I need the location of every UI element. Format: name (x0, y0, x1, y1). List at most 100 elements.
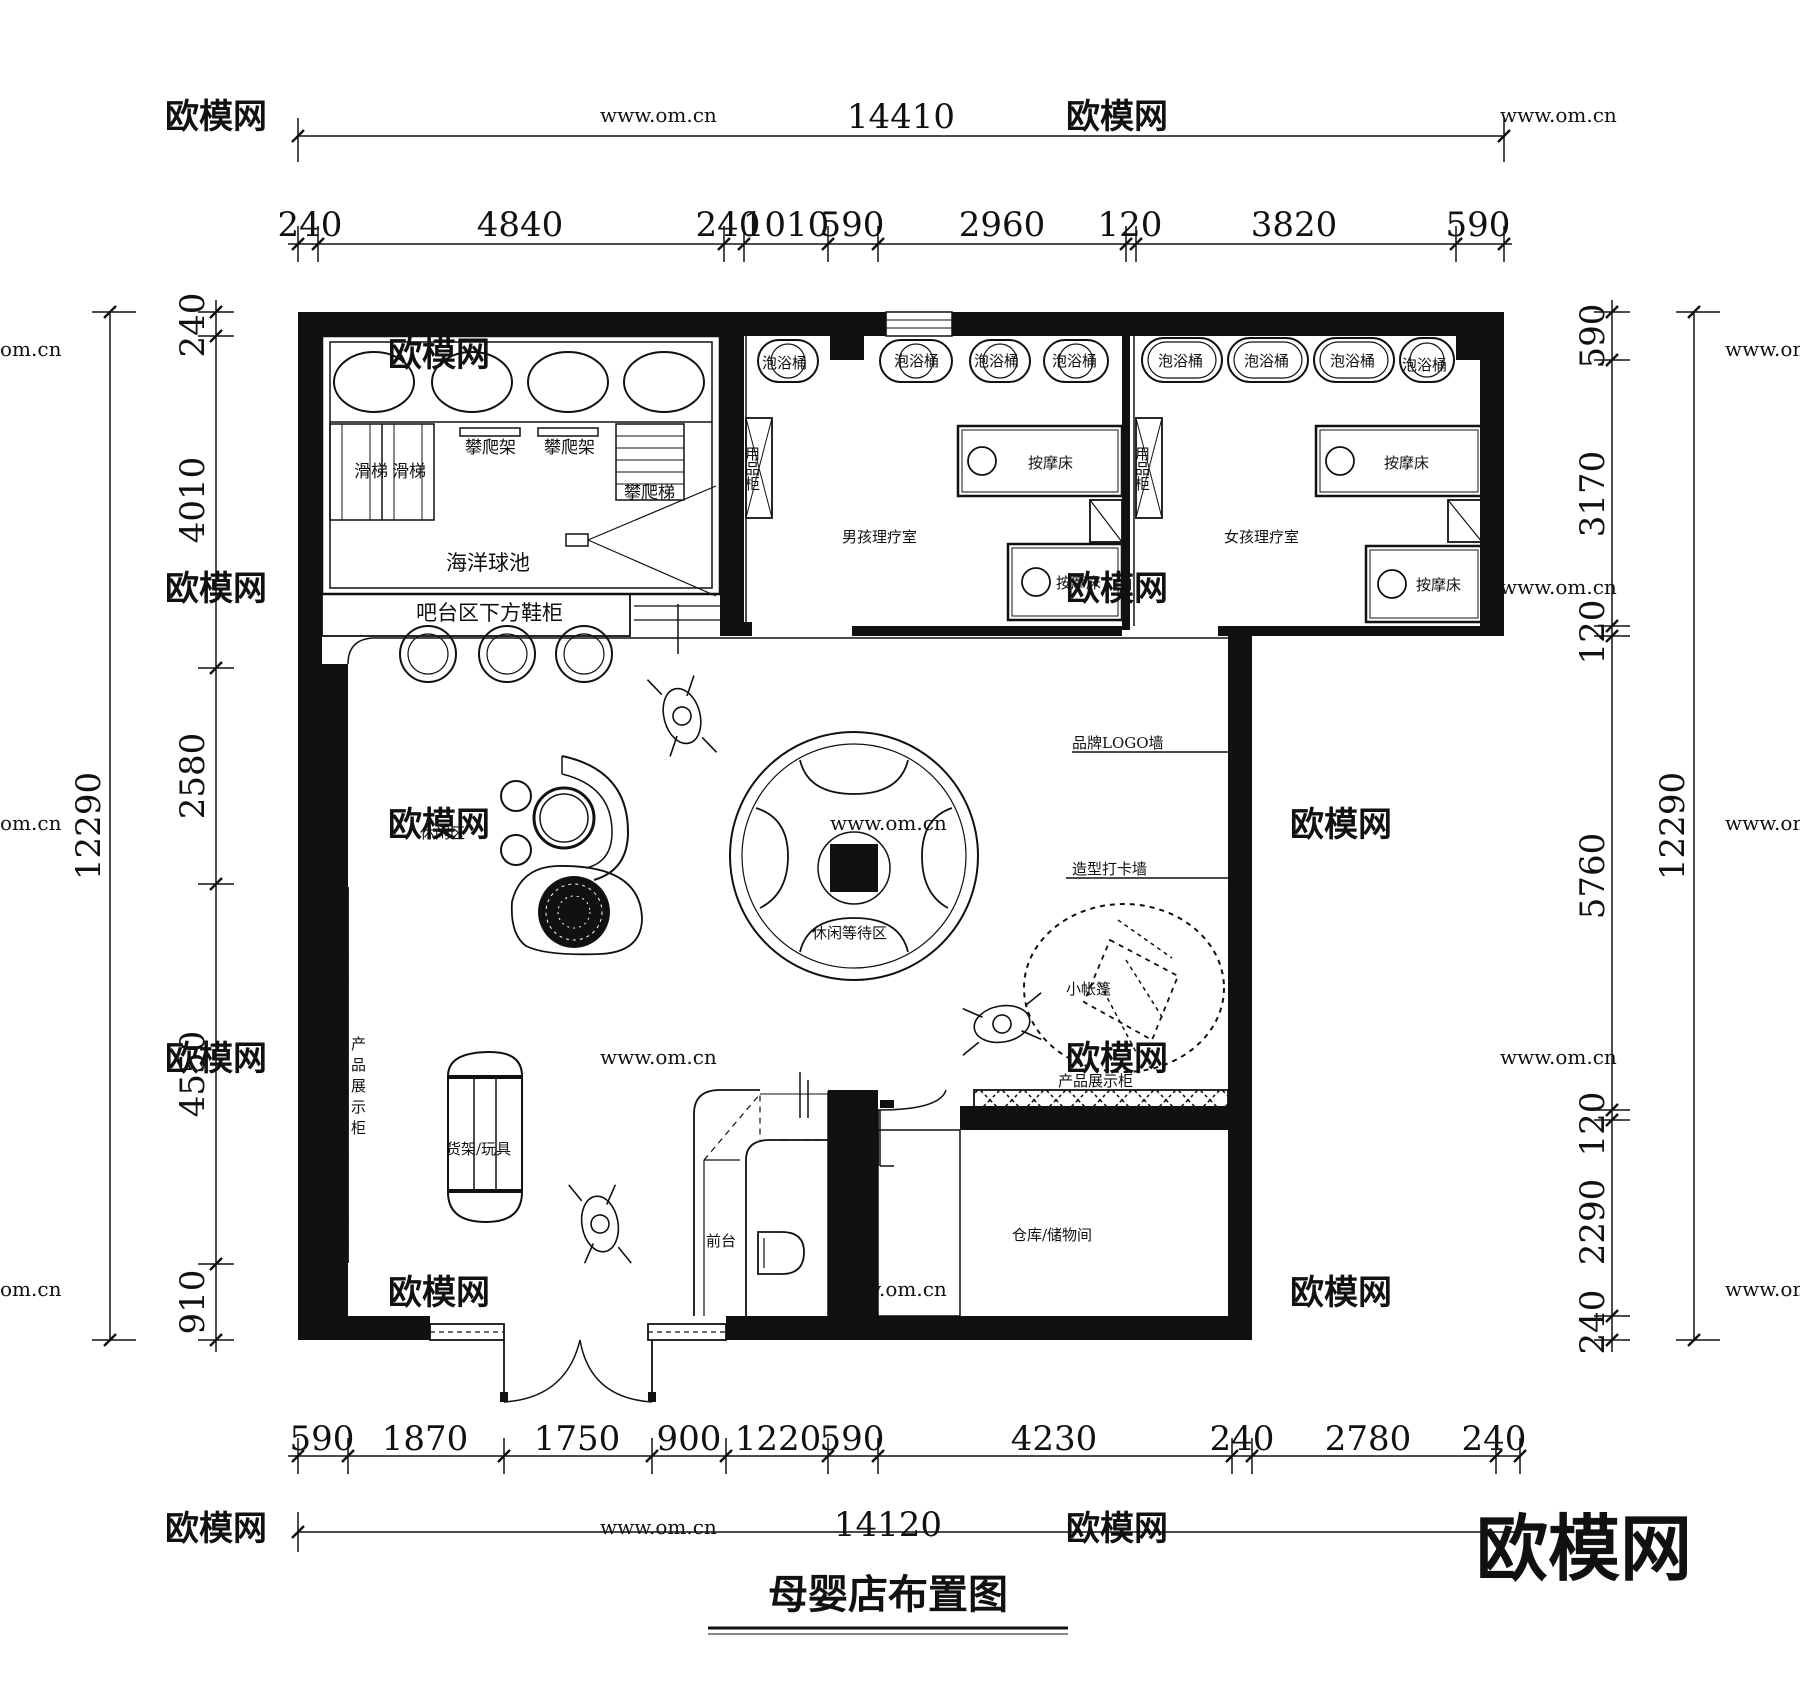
brand-logo: 欧模网 (1476, 1506, 1692, 1591)
dim-slash (291, 237, 305, 251)
watermark-url: www.om.cn (1500, 1045, 1617, 1069)
dim-left-5: 910 (173, 1270, 213, 1335)
label-massage-bed: 按摩床 (1384, 454, 1429, 472)
dim-left-1: 240 (173, 293, 213, 358)
tub (879, 339, 953, 383)
dim-right-5: 120 (1573, 1092, 1613, 1157)
watermark-text: 欧模网 (165, 1509, 267, 1549)
label-climb-ladder: 攀爬梯 (624, 483, 675, 503)
label-small-tent: 小帐篷 (1066, 980, 1111, 998)
label-tub: 泡浴桶 (894, 352, 939, 370)
watermark-domain: om.cn (0, 811, 62, 835)
dim-slash (209, 1333, 223, 1347)
dim-left-4: 4550 (173, 1031, 213, 1118)
dimension-texts: 14410 240 4840 240 1010 590 2960 120 382… (69, 97, 1693, 1545)
bar-stool (399, 625, 457, 683)
bar-stool (478, 625, 536, 683)
wall-bottom-right (726, 1316, 1252, 1340)
top-window (885, 311, 953, 337)
dim-slash (1605, 629, 1619, 643)
people (568, 675, 1042, 1264)
hall-labels: 休闲区 休闲等待区 品牌LOGO墙 造型打卡墙 小帐篷 产品展示柜 产品展示柜 … (349, 734, 1164, 1250)
play-area (320, 334, 722, 597)
dim-top-total: 14410 (847, 97, 955, 137)
dim-slash (209, 329, 223, 343)
girls-room-labels: 泡浴桶 泡浴桶 泡浴桶 泡浴桶 用品柜 按摩床 按摩床 女孩理疗室 (1133, 352, 1461, 594)
massage-bed (1314, 424, 1484, 498)
watermark-domain: om.cn (0, 337, 62, 361)
watermark-url: www.om.cn (1500, 575, 1617, 599)
dim-slash (1605, 353, 1619, 367)
watermark-text: 欧模网 (1290, 1273, 1392, 1313)
dim-slash (1605, 1113, 1619, 1127)
dim-bottom-10: 240 (1462, 1419, 1527, 1459)
door-swing[interactable] (579, 1339, 653, 1403)
bar-stool (555, 625, 613, 683)
label-shelf-toys: 货架/玩具 (446, 1140, 511, 1158)
label-product-display: 产品展示柜 (349, 1036, 367, 1141)
watermark-url: www.om.cn (600, 103, 717, 127)
dim-slash (1245, 1449, 1259, 1463)
dim-slash (1129, 237, 1143, 251)
massage-bed (1364, 544, 1484, 624)
dim-bottom-1: 590 (290, 1419, 355, 1459)
dim-right-7: 240 (1573, 1290, 1613, 1355)
label-tub: 泡浴桶 (974, 352, 1019, 370)
label-storage: 仓库/储物间 (1012, 1226, 1092, 1244)
dim-left-3: 2580 (173, 733, 213, 820)
dim-slash (645, 1449, 659, 1463)
dim-slash (209, 305, 223, 319)
label-massage-bed: 按摩床 (1416, 576, 1461, 594)
watermark-url: www.om.cn (600, 1515, 717, 1539)
front-desk (693, 1089, 760, 1316)
dim-slash (311, 237, 325, 251)
dimension-lines (92, 118, 1720, 1552)
dim-slash (341, 1449, 355, 1463)
dim-right-6: 2290 (1573, 1179, 1613, 1266)
dim-slash (209, 661, 223, 675)
plant (538, 876, 610, 948)
wall-boys-girls (1122, 312, 1130, 630)
waiting-sofa (729, 731, 979, 981)
label-tub: 泡浴桶 (1330, 352, 1375, 370)
watermark-url: www.om.cn (600, 1045, 717, 1069)
wall-girls-bottom (1218, 626, 1504, 636)
watermark-domain: om.cn (0, 1277, 62, 1301)
dim-slash (1605, 1333, 1619, 1347)
label-slide: 滑梯 (392, 462, 426, 482)
dim-slash (821, 237, 835, 251)
dim-bottom-2: 1870 (382, 1419, 469, 1459)
boys-therapy-room (745, 336, 1124, 626)
dim-slash (209, 877, 223, 891)
dim-slash (717, 237, 731, 251)
dim-top-8: 3820 (1251, 205, 1338, 245)
ball-pool-ring (623, 351, 705, 413)
dim-slash (871, 237, 885, 251)
person-icon (962, 992, 1042, 1056)
dim-bottom-9: 2780 (1325, 1419, 1412, 1459)
watermark-text: 欧模网 (1290, 805, 1392, 845)
entrance (429, 1323, 727, 1403)
label-girls-room: 女孩理疗室 (1224, 528, 1299, 546)
dim-slash (1605, 619, 1619, 633)
dim-top-6: 2960 (959, 205, 1046, 245)
tub (969, 339, 1031, 383)
door-swing[interactable] (503, 1339, 581, 1403)
dim-bottom-total: 14120 (834, 1505, 942, 1545)
watermark-text: 欧模网 (165, 97, 267, 137)
label-product-display: 产品展示柜 (1058, 1072, 1133, 1090)
dim-bottom-6: 590 (820, 1419, 885, 1459)
dim-right-3: 120 (1573, 600, 1613, 665)
desk-chair (757, 1231, 805, 1275)
label-waiting-area: 休闲等待区 (812, 924, 887, 942)
dim-slash (1449, 237, 1463, 251)
label-front-desk: 前台 (706, 1232, 736, 1250)
boys-room-labels: 泡浴桶 泡浴桶 泡浴桶 泡浴桶 用品柜 按摩床 按摩床 男孩理疗室 (743, 352, 1101, 592)
label-goods-cabinet: 用品柜 (1133, 446, 1151, 491)
label-climb-frame: 攀爬架 (465, 438, 516, 458)
wall-play-rooms (720, 312, 744, 636)
drawing-title: 母婴店布置图 (768, 1571, 1008, 1618)
label-shoe-cabinet: 吧台区下方鞋柜 (416, 601, 563, 625)
shelf-end (446, 1050, 524, 1077)
